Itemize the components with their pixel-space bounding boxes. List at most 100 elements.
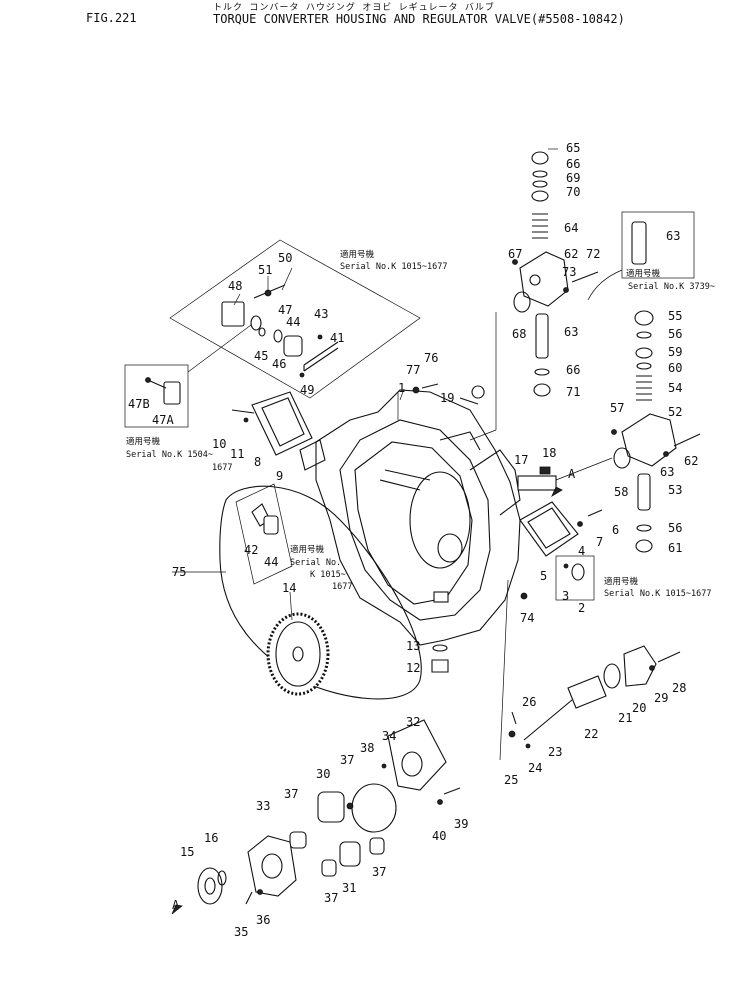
title-katakana: トルク コンバータ ハウジング オヨビ レギュレータ バルブ xyxy=(213,3,495,13)
part-label: 66 xyxy=(566,363,580,377)
part-label: 37 xyxy=(284,787,298,801)
part-59-cap xyxy=(635,347,653,359)
part-label: 33 xyxy=(256,799,270,813)
part-52-valve-body xyxy=(621,413,677,467)
part-35-bolt xyxy=(245,891,253,905)
part-label: 30 xyxy=(316,767,330,781)
part-72-bolt xyxy=(571,271,599,283)
detail-47-box: 適用号機 Serial No.K 1504~ 1677 xyxy=(124,321,256,473)
part-49-spring xyxy=(299,372,305,378)
part-41-pin xyxy=(303,341,339,372)
part-55-plug xyxy=(634,310,654,326)
part-label: 7 xyxy=(596,535,603,549)
part-label: 66 xyxy=(566,157,580,171)
right-note-jp: 適用号機 xyxy=(604,576,639,587)
part-label: 23 xyxy=(548,745,562,759)
right-note: Serial No.K 1015~1677 xyxy=(604,589,711,599)
part-label: 20 xyxy=(632,701,646,715)
part-60-washer xyxy=(636,362,652,370)
part-label: 6 xyxy=(612,523,619,537)
part-label: 41 xyxy=(330,331,344,345)
part-3-oring xyxy=(563,563,569,569)
part-label: 47B xyxy=(128,397,150,411)
part-37a-bearing xyxy=(289,831,307,849)
filter-assembly xyxy=(519,501,603,557)
part-label: 43 xyxy=(314,307,328,321)
leader-lines xyxy=(172,148,558,621)
part-label: 60 xyxy=(668,361,682,375)
part-46-ring xyxy=(273,329,283,343)
part-6-bolt xyxy=(587,509,603,517)
part-51-washer xyxy=(264,289,272,297)
part-31-gear xyxy=(339,841,361,867)
part-76-bolt xyxy=(421,383,439,389)
part-37c-bearing xyxy=(369,837,385,855)
part-70-cap xyxy=(531,190,549,202)
mid-serial-box: 適用号機 Serial No. K 1015~ 1677 xyxy=(235,483,352,592)
housing-boss xyxy=(433,591,449,603)
k1504-note-jp: 適用号機 xyxy=(126,436,161,447)
part-44b-bushing xyxy=(263,515,279,535)
part-2-plug xyxy=(571,563,585,581)
part-label: 5 xyxy=(540,569,547,583)
k3739-note-jp: 適用号機 xyxy=(626,268,661,279)
converter-housing xyxy=(299,389,521,646)
part-label: 8 xyxy=(254,455,261,469)
regulator-valve-upper xyxy=(469,151,599,441)
part-label: 11 xyxy=(230,447,244,461)
part-75-gasket xyxy=(219,485,422,700)
part-39-bolt xyxy=(443,787,461,795)
part-label: 64 xyxy=(564,221,578,235)
part-12-plug xyxy=(431,659,449,673)
part-label: 63 xyxy=(666,229,680,243)
part-11-washer xyxy=(243,417,249,423)
part-56-oring xyxy=(636,331,652,339)
part-label: 13 xyxy=(406,639,420,653)
part-38-oring xyxy=(351,783,397,833)
part-40-washer xyxy=(437,799,443,805)
part-label: 25 xyxy=(504,773,518,787)
view-arrow-icon xyxy=(551,486,563,497)
part-label: 18 xyxy=(542,446,556,460)
part-57-plug xyxy=(611,429,617,435)
part-53-spool xyxy=(637,473,651,511)
bracket-47a xyxy=(163,381,181,405)
part-label: 57 xyxy=(610,401,624,415)
right-serial-parts: 適用号機 Serial No.K 1015~1677 xyxy=(555,555,711,601)
part-label: 70 xyxy=(566,185,580,199)
part-32-cover xyxy=(387,719,447,791)
part-37b-bearing xyxy=(346,802,354,810)
part-label: 49 xyxy=(300,383,314,397)
part-label: 1 xyxy=(398,381,405,395)
part-65-plug xyxy=(531,151,549,165)
part-66-oring xyxy=(532,170,548,178)
part-label: 19 xyxy=(440,391,454,405)
part-56b-oring xyxy=(636,524,652,532)
mid-note-jp: 適用号機 xyxy=(290,544,325,555)
part-label: 58 xyxy=(614,485,628,499)
part-label: 28 xyxy=(672,681,686,695)
part-label: 77 xyxy=(406,363,420,377)
part-label: 76 xyxy=(424,351,438,365)
part-61-plug xyxy=(635,539,653,553)
part-20-cover xyxy=(623,645,657,687)
part-24-nut xyxy=(525,743,531,749)
part-label: 69 xyxy=(566,171,580,185)
part-15-bearing xyxy=(197,867,223,905)
part-label: 32 xyxy=(406,715,420,729)
part-label: 26 xyxy=(522,695,536,709)
part-label: 39 xyxy=(454,817,468,831)
part-66b-oring xyxy=(534,368,550,376)
part-label: 37 xyxy=(372,865,386,879)
part-54-spring xyxy=(636,375,652,401)
part-77-washer xyxy=(412,386,420,394)
part-label: 48 xyxy=(228,279,242,293)
upper-box-note: Serial No.K 1015~1677 xyxy=(340,262,447,272)
part-19-eyebolt xyxy=(459,385,485,405)
part-14-ring-gear xyxy=(266,612,330,696)
part-label: 4 xyxy=(578,544,585,558)
cover-plate-8 xyxy=(231,391,313,456)
part-64-spring xyxy=(532,213,548,239)
part-label: 71 xyxy=(566,385,580,399)
part-29-washer xyxy=(649,665,655,671)
